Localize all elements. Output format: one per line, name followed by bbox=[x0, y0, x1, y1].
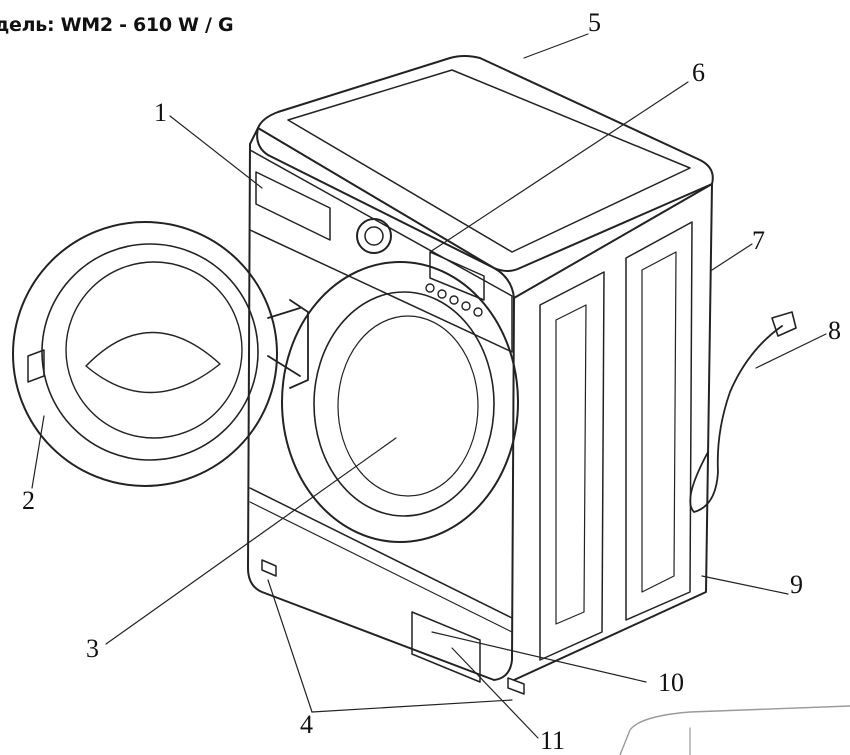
power-cord-shape bbox=[689, 325, 783, 513]
display-shape bbox=[429, 251, 485, 301]
callout-3: 3 bbox=[86, 634, 99, 663]
leader-line-2 bbox=[31, 415, 45, 489]
leader-line-4b bbox=[311, 699, 513, 713]
door-opening-shape bbox=[281, 261, 519, 543]
detergent-drawer-shape bbox=[255, 171, 331, 241]
front-face-shape bbox=[247, 127, 515, 681]
leader-line-3 bbox=[105, 437, 397, 645]
foot-left-shape bbox=[261, 559, 277, 577]
callout-2: 2 bbox=[22, 486, 35, 515]
callout-5: 5 bbox=[588, 8, 601, 37]
callout-6: 6 bbox=[692, 58, 705, 87]
leader-line-9 bbox=[701, 575, 789, 595]
leader-line-11 bbox=[451, 647, 539, 739]
top-cover-shape bbox=[256, 55, 714, 272]
control-band-shape bbox=[249, 149, 513, 353]
plug-shape bbox=[771, 311, 797, 337]
callout-8: 8 bbox=[828, 316, 841, 345]
model-title: дель: WM2 - 610 W / G bbox=[0, 14, 234, 36]
leader-line-6 bbox=[429, 81, 689, 253]
callout-4: 4 bbox=[300, 710, 313, 739]
door-ring-shape bbox=[12, 221, 278, 487]
leader-line-5 bbox=[523, 33, 589, 59]
door-glass-shape bbox=[85, 331, 221, 394]
side-face-shape bbox=[513, 183, 713, 681]
leader-line-1 bbox=[169, 115, 263, 189]
leader-line-7 bbox=[711, 243, 753, 271]
drum-shape bbox=[313, 291, 495, 517]
foot-right-shape bbox=[507, 677, 525, 695]
callout-9: 9 bbox=[790, 570, 803, 599]
callout-10: 10 bbox=[658, 668, 684, 697]
service-cover-shape bbox=[411, 611, 481, 683]
callout-1: 1 bbox=[154, 98, 167, 127]
plinth-shape bbox=[249, 487, 513, 619]
leader-line-10 bbox=[431, 631, 647, 683]
leader-line-8 bbox=[755, 333, 827, 369]
program-knob-shape bbox=[356, 218, 392, 254]
callout-7: 7 bbox=[752, 226, 765, 255]
leader-line-4a bbox=[267, 579, 313, 713]
callout-11: 11 bbox=[540, 726, 566, 755]
